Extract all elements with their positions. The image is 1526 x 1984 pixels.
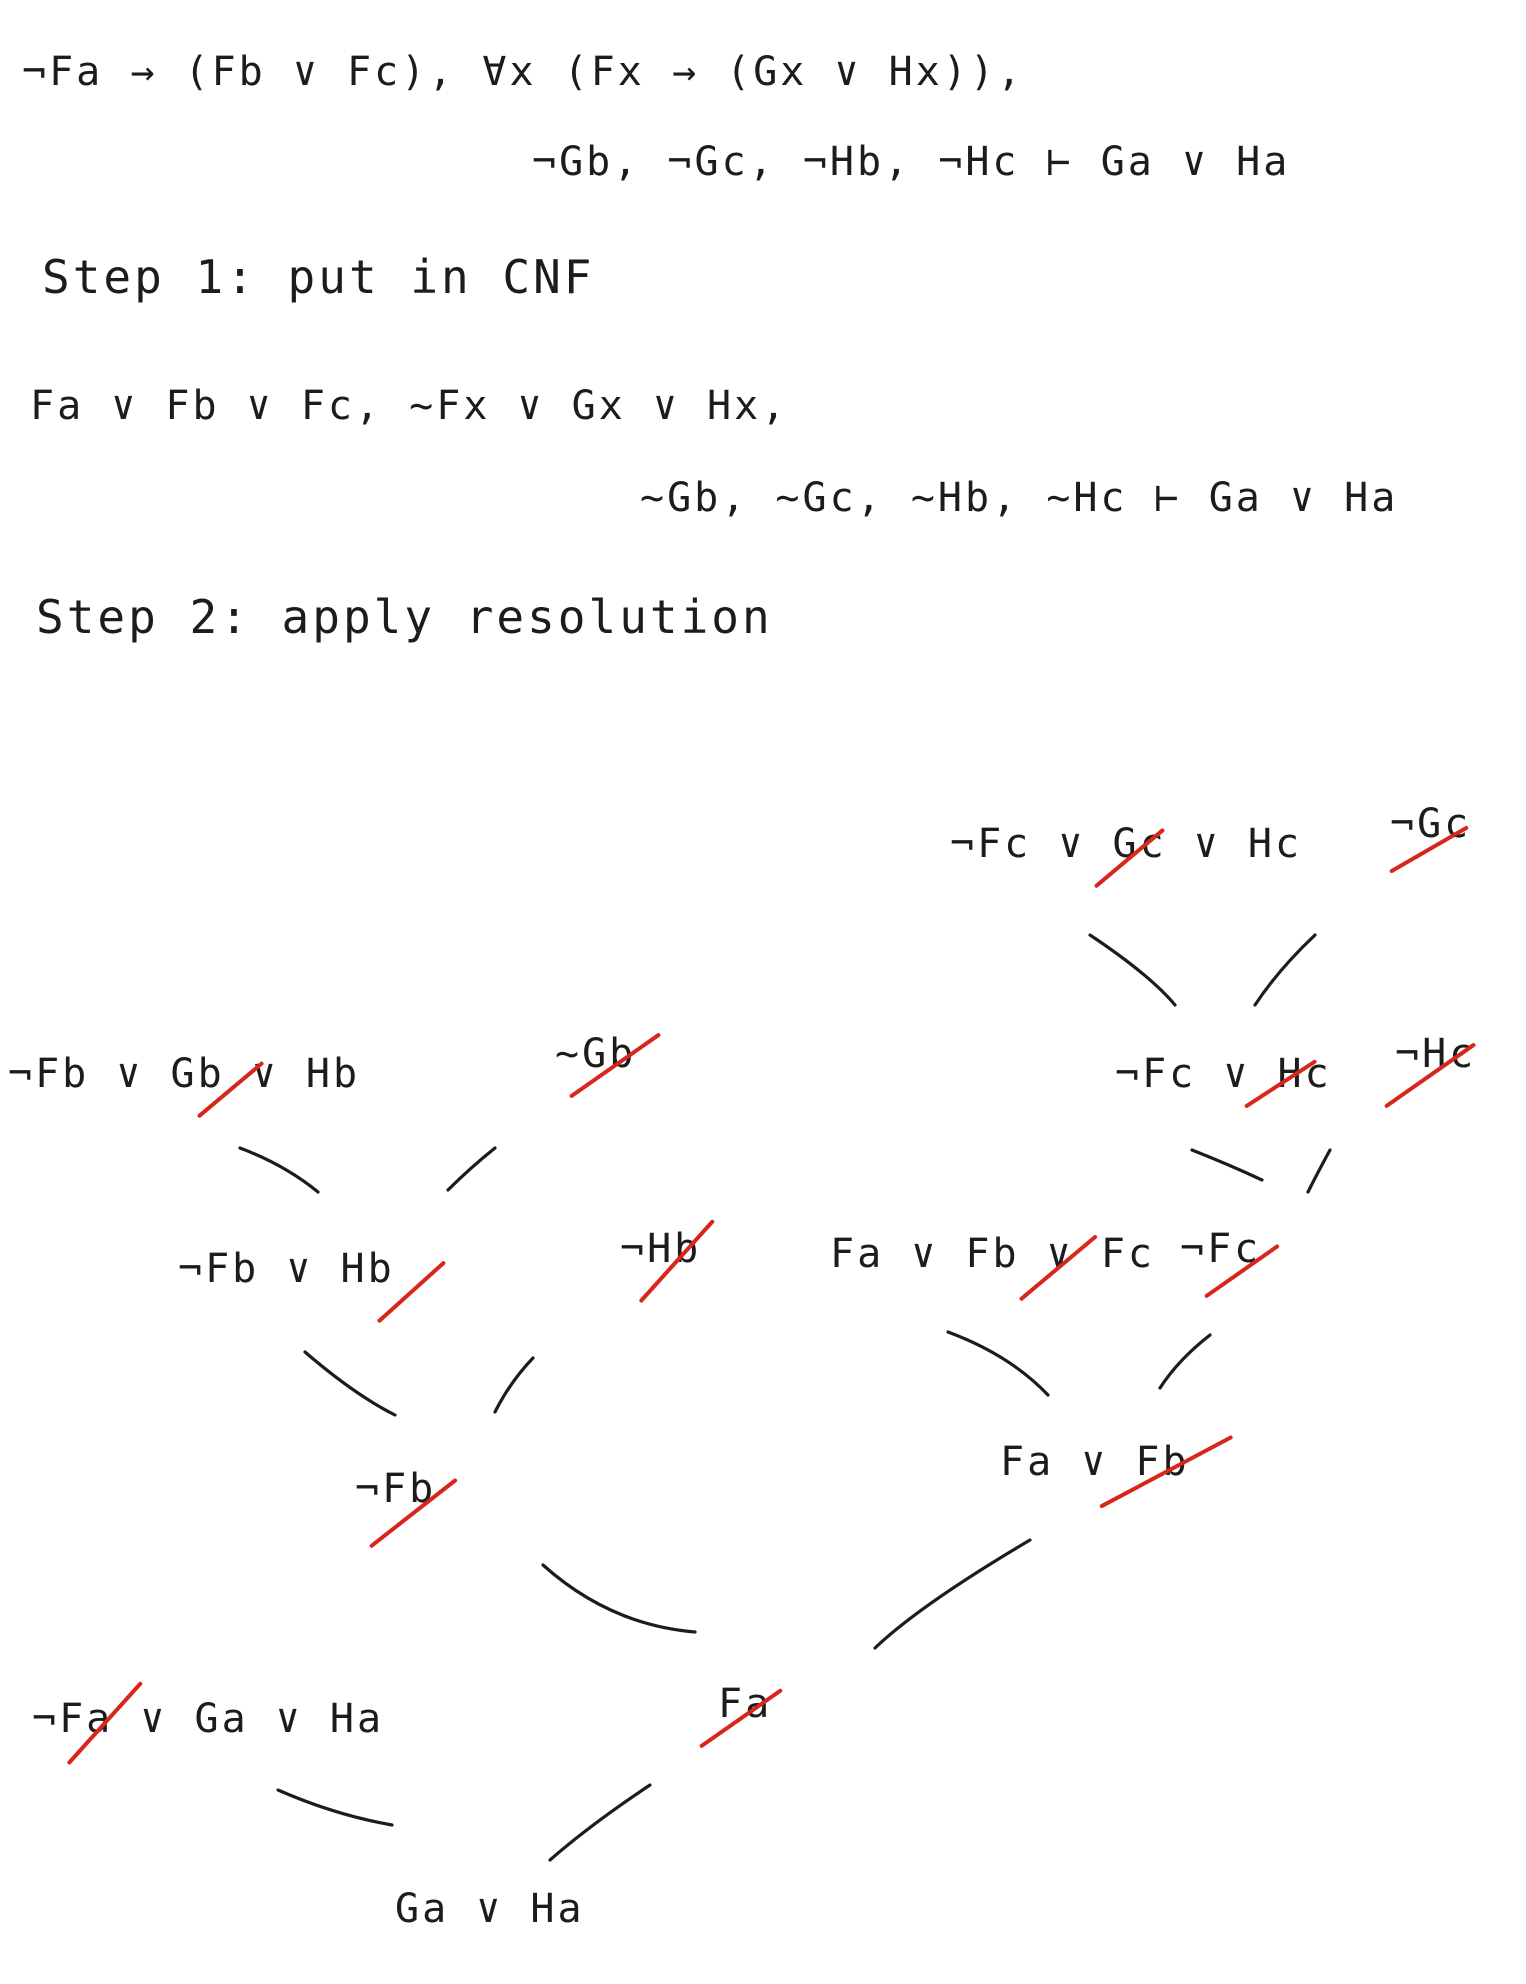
edge-n3-n10: [1190, 1148, 1264, 1182]
edge-n13-n15: [548, 1783, 652, 1862]
step1-heading: Step 1: put in CNF: [42, 250, 595, 304]
edge-n7-n12: [303, 1350, 397, 1417]
cnf-line-2: ~Gb, ~Gc, ~Hb, ~Hc ⊢ Ga ∨ Ha: [640, 475, 1399, 521]
clause-n2: ¬Gc: [1390, 801, 1472, 847]
clause-n10: ¬Fc: [1180, 1226, 1262, 1272]
clause-n9: Fa ∨ Fb ∨ Fc: [830, 1231, 1155, 1277]
edge-n4-n10: [1306, 1148, 1332, 1194]
edge-n1-n3: [1088, 933, 1177, 1007]
edge-n10-n11: [1158, 1333, 1212, 1390]
edge-n6-n7: [446, 1146, 497, 1192]
edge-n5-n7: [238, 1146, 320, 1194]
clause-n11: Fa ∨ Fb: [1000, 1439, 1190, 1485]
clause-n15: Ga ∨ Ha: [395, 1886, 585, 1932]
clause-n6: ~Gb: [555, 1031, 637, 1077]
step2-heading: Step 2: apply resolution: [36, 590, 773, 644]
edge-n2-n3: [1253, 933, 1317, 1007]
edge-n11-n13: [873, 1538, 1032, 1650]
edge-n14-n15: [276, 1788, 394, 1827]
cnf-line-1: Fa ∨ Fb ∨ Fc, ~Fx ∨ Gx ∨ Hx,: [30, 383, 789, 429]
clause-n5: ¬Fb ∨ Gb ∨ Hb: [8, 1051, 361, 1097]
clause-n14: ¬Fa ∨ Ga ∨ Ha: [32, 1696, 385, 1742]
edge-n9-n11: [946, 1330, 1050, 1397]
premises-line-2: ¬Gb, ¬Gc, ¬Hb, ¬Hc ⊢ Ga ∨ Ha: [532, 139, 1291, 185]
premises-line-1: ¬Fa → (Fb ∨ Fc), ∀x (Fx → (Gx ∨ Hx)),: [22, 49, 1025, 95]
edge-n12-n13: [541, 1563, 697, 1634]
clause-n7: ¬Fb ∨ Hb: [178, 1246, 395, 1292]
edge-n8-n12: [493, 1356, 535, 1414]
